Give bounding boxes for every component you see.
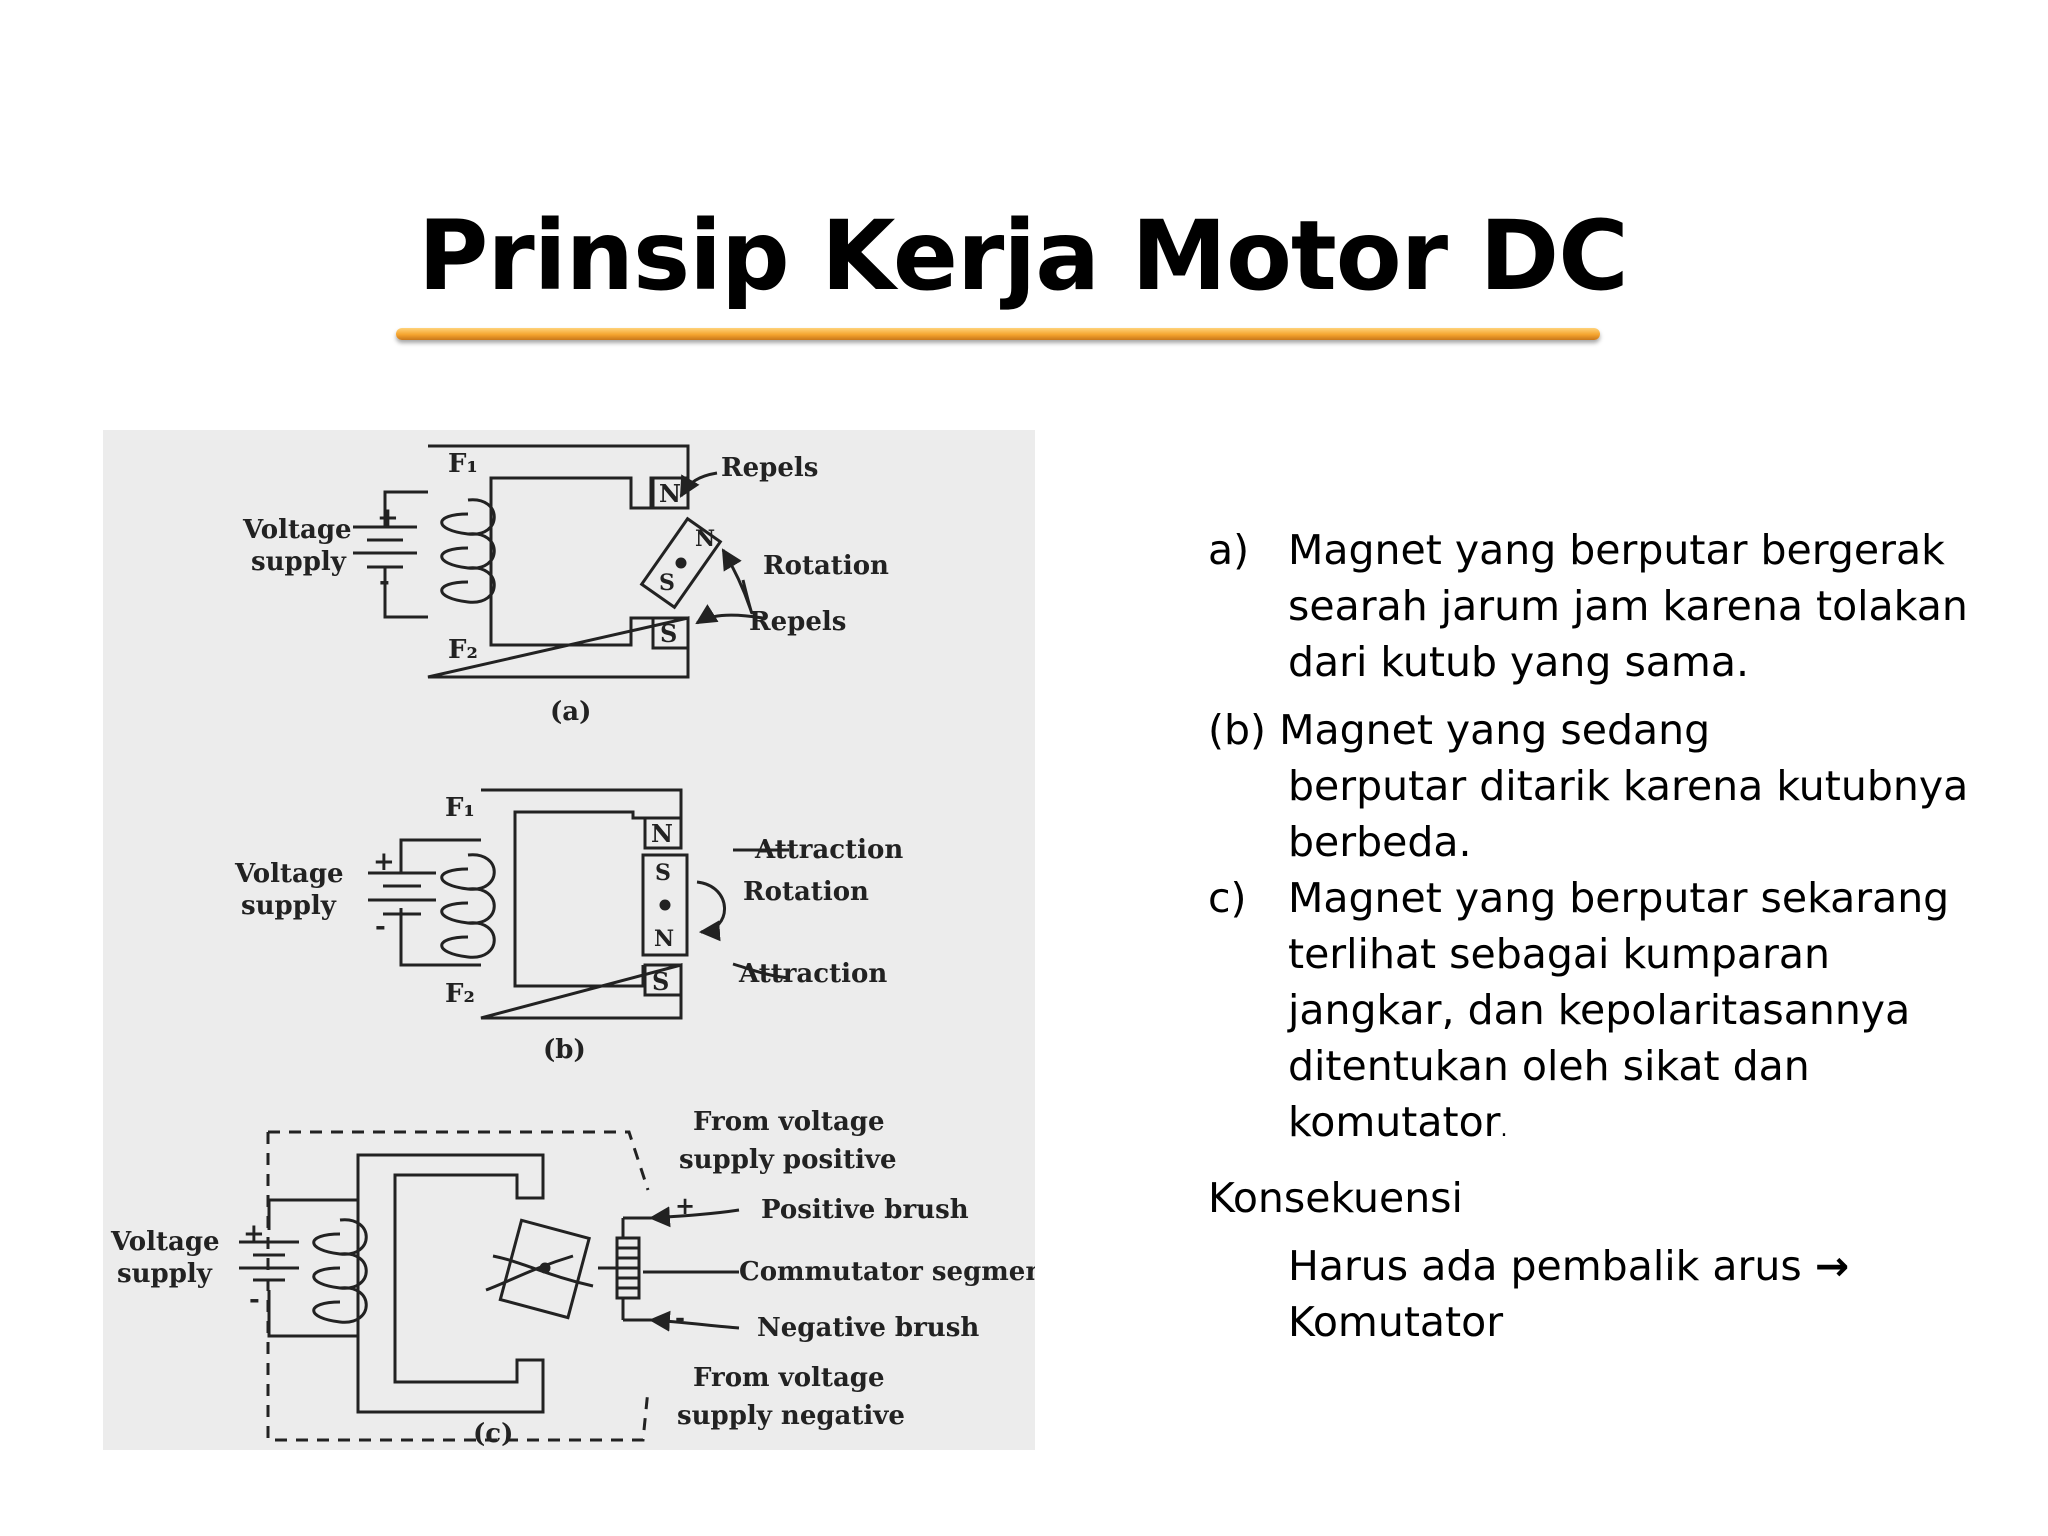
label-from-positive-1: From voltage bbox=[693, 1107, 885, 1137]
label-negative-brush: Negative brush bbox=[757, 1313, 979, 1343]
label-rotation-a: Rotation bbox=[763, 551, 889, 581]
panel-c-labels: Voltage supply + - From voltage supply p… bbox=[110, 1107, 1035, 1449]
panel-b bbox=[368, 788, 790, 1020]
label-minus: - bbox=[375, 912, 386, 942]
label-brush-plus: + bbox=[675, 1191, 695, 1220]
label-attraction-top: Attraction bbox=[754, 835, 903, 865]
label-repels-top: Repels bbox=[721, 453, 818, 483]
label-f2: F₂ bbox=[445, 979, 475, 1009]
text-c-end: . bbox=[1500, 1117, 1508, 1142]
label-rotor-s: S bbox=[655, 860, 671, 886]
label-f2: F₂ bbox=[448, 635, 478, 665]
dc-motor-diagram-svg: F₁ F₂ Voltage supply + - N S N S Repels … bbox=[110, 444, 1035, 1449]
text-c: Magnet yang berputar sekarang terlihat s… bbox=[1288, 874, 1950, 1146]
explanation-a: a) Magnet yang berputar bergerak searah … bbox=[1208, 522, 2008, 690]
marker-c: c) bbox=[1208, 874, 1247, 922]
label-supply: supply bbox=[251, 547, 347, 577]
text-komutator: Komutator bbox=[1288, 1298, 1504, 1346]
label-f1: F₁ bbox=[448, 449, 478, 479]
dc-motor-diagram: F₁ F₂ Voltage supply + - N S N S Repels … bbox=[103, 430, 1035, 1450]
caption-c: (c) bbox=[473, 1419, 513, 1449]
label-supply: supply bbox=[117, 1259, 213, 1289]
label-plus: + bbox=[373, 847, 395, 877]
label-voltage: Voltage bbox=[234, 859, 344, 889]
label-rotation-b: Rotation bbox=[743, 877, 869, 907]
konsekuensi-text: Harus ada pembalik arus → Komutator bbox=[1208, 1238, 2008, 1350]
explanation-list: a) Magnet yang berputar bergerak searah … bbox=[1208, 522, 2008, 1350]
panel-b-labels: F₁ F₂ Voltage supply + - N S S N Attract… bbox=[234, 793, 903, 1065]
panel-a bbox=[353, 444, 764, 679]
panel-a-labels: F₁ F₂ Voltage supply + - N S N S Repels … bbox=[242, 449, 889, 727]
caption-a: (a) bbox=[550, 697, 591, 727]
marker-a: a) bbox=[1208, 526, 1250, 574]
explanation-c: c) Magnet yang berputar sekarang terliha… bbox=[1208, 870, 2008, 1158]
label-minus: - bbox=[249, 1285, 260, 1315]
caption-b: (b) bbox=[543, 1035, 586, 1065]
label-commutator-segments: Commutator segments bbox=[739, 1257, 1035, 1287]
label-rotor-n: N bbox=[654, 926, 674, 952]
panel-c bbox=[239, 1130, 740, 1442]
label-attraction-bottom: Attraction bbox=[738, 959, 887, 989]
label-from-positive-2: supply positive bbox=[679, 1145, 897, 1175]
label-pole-s: S bbox=[652, 967, 669, 996]
label-minus: - bbox=[379, 567, 390, 597]
text-b-line1: Magnet yang sedang bbox=[1279, 706, 1711, 754]
label-supply: supply bbox=[241, 891, 337, 921]
slide-title: Prinsip Kerja Motor DC bbox=[418, 200, 1629, 312]
label-positive-brush: Positive brush bbox=[761, 1195, 969, 1225]
arrow-right-icon: → bbox=[1814, 1242, 1850, 1290]
text-a: Magnet yang berputar bergerak searah jar… bbox=[1288, 526, 1968, 686]
label-voltage: Voltage bbox=[242, 515, 352, 545]
label-rotor-s: S bbox=[659, 570, 675, 596]
label-plus: + bbox=[243, 1219, 265, 1249]
text-harus: Harus ada pembalik arus bbox=[1288, 1242, 1802, 1290]
label-rotor-n: N bbox=[695, 526, 715, 552]
marker-b: (b) bbox=[1208, 706, 1267, 754]
label-repels-bottom: Repels bbox=[749, 607, 846, 637]
label-pole-n: N bbox=[659, 479, 681, 508]
explanation-b: (b) Magnet yang sedang berputar ditarik … bbox=[1208, 702, 2008, 870]
label-f1: F₁ bbox=[445, 793, 475, 823]
title-underline bbox=[396, 328, 1600, 340]
label-voltage: Voltage bbox=[110, 1227, 220, 1257]
label-plus: + bbox=[377, 503, 399, 533]
label-pole-s: S bbox=[660, 619, 677, 648]
konsekuensi-heading: Konsekuensi bbox=[1208, 1174, 1463, 1222]
label-from-negative-1: From voltage bbox=[693, 1363, 885, 1393]
label-brush-minus: - bbox=[675, 1303, 685, 1332]
text-b-rest: berputar ditarik karena kutubnya berbeda… bbox=[1288, 762, 1969, 866]
label-pole-n: N bbox=[651, 819, 673, 848]
label-from-negative-2: supply negative bbox=[677, 1401, 905, 1431]
